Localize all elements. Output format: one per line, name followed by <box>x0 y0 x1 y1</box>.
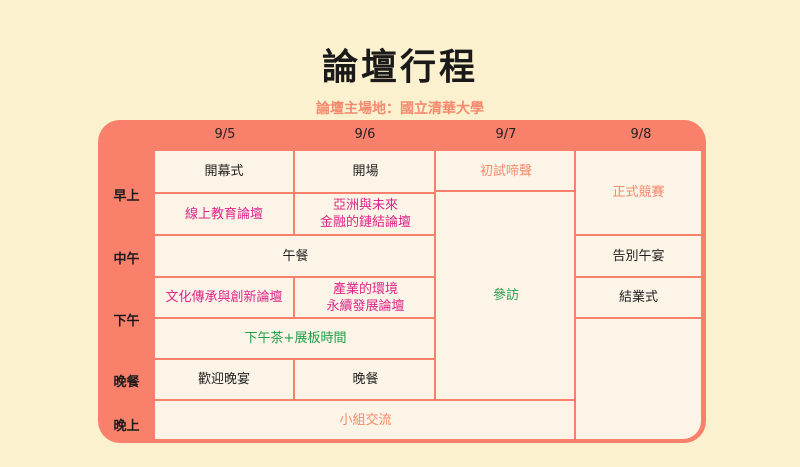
event-dinner: 晚餐 <box>293 358 436 399</box>
event-opening: 開場 <box>293 151 436 192</box>
period-header-night: 晚上 <box>113 419 140 434</box>
event-afternoon-tea-poster: 下午茶+展板時間 <box>155 317 436 358</box>
event-lunch: 午餐 <box>155 234 436 276</box>
period-header-morning: 早上 <box>113 189 140 204</box>
schedule-grid: 開幕式 線上教育論壇 開場 亞洲與未來 金融的鏈結論壇 初試啼聲 正式競賽 午餐… <box>155 151 701 439</box>
event-asia-finance-forum: 亞洲與未來 金融的鏈結論壇 <box>293 192 436 234</box>
empty-slot <box>574 317 701 439</box>
event-site-visit: 參訪 <box>434 192 576 399</box>
day-header-9-8: 9/8 <box>630 127 652 142</box>
event-farewell-luncheon: 告別午宴 <box>574 234 701 276</box>
event-group-exchange: 小組交流 <box>155 399 576 439</box>
event-debut: 初試啼聲 <box>434 151 576 192</box>
divider <box>434 190 576 192</box>
period-header-afternoon: 下午 <box>113 314 140 329</box>
page-title: 論壇行程 <box>321 47 478 88</box>
period-header-dinner: 晚餐 <box>113 375 140 390</box>
day-header-9-6: 9/6 <box>354 127 376 142</box>
event-opening-ceremony: 開幕式 <box>204 164 244 179</box>
event-official-competition: 正式競賽 <box>574 151 701 234</box>
day-header-9-5: 9/5 <box>214 127 236 142</box>
event-online-education-forum: 線上教育論壇 <box>155 192 293 234</box>
period-header-noon: 中午 <box>113 252 140 267</box>
event-industry-sustainability-forum: 產業的環境 永續發展論壇 <box>293 276 436 317</box>
event-graduation-ceremony: 結業式 <box>574 276 701 317</box>
venue-subtitle: 論壇主場地：國立清華大學 <box>316 101 484 117</box>
day-header-9-7: 9/7 <box>495 127 517 142</box>
event-welcome-dinner: 歡迎晚宴 <box>155 358 293 399</box>
event-culture-innovation-forum: 文化傳承與創新論壇 <box>155 276 293 317</box>
